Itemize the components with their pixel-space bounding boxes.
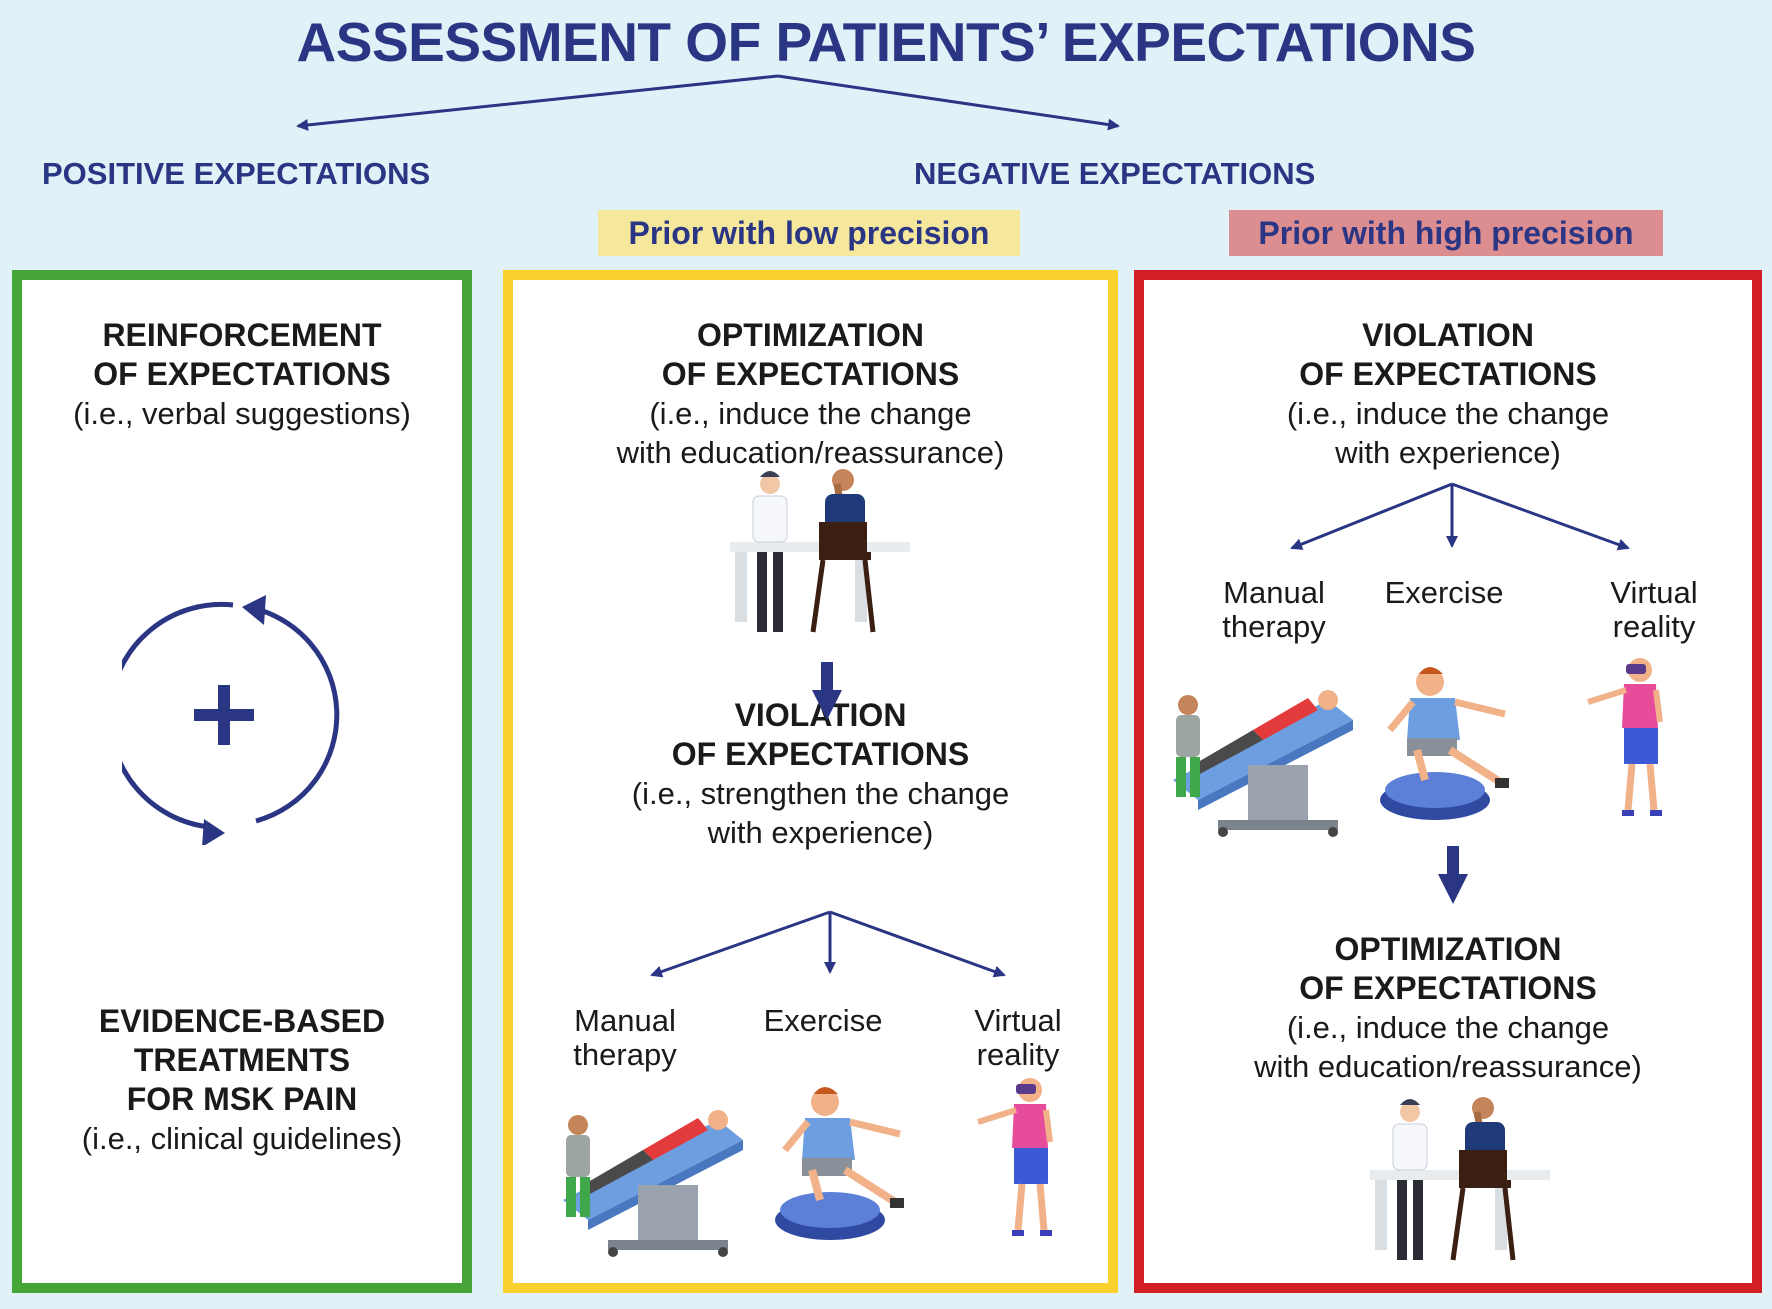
optimization-block: OPTIMIZATION OF EXPECTATIONS (i.e., indu…	[1144, 930, 1752, 1086]
option-label-line: therapy	[573, 1037, 677, 1072]
option-label-line: Virtual	[974, 1003, 1062, 1038]
heading-line: OPTIMIZATION	[697, 317, 924, 353]
heading-line: OPTIMIZATION	[1334, 931, 1562, 967]
heading-line: REINFORCEMENT	[102, 317, 382, 353]
vr-illustration	[978, 1078, 1052, 1236]
exercise-illustration	[775, 1087, 904, 1240]
heading-line: OF EXPECTATIONS	[93, 356, 391, 392]
subtext-line: with experience)	[707, 815, 934, 850]
option-exercise: Exercise	[1369, 576, 1519, 610]
option-manual-therapy: Manual therapy	[1204, 576, 1344, 644]
heading-line: OF EXPECTATIONS	[1299, 970, 1597, 1006]
heading-line: OF EXPECTATIONS	[661, 356, 960, 392]
violation-block: VIOLATION OF EXPECTATIONS (i.e., strengt…	[523, 696, 1118, 852]
tag-low-precision: Prior with low precision	[598, 210, 1020, 256]
positive-expectations-label: POSITIVE EXPECTATIONS	[42, 156, 431, 191]
option-label-line: therapy	[1222, 609, 1326, 644]
option-label-line: reality	[1612, 609, 1696, 644]
subtext-line: (i.e., clinical guidelines)	[81, 1121, 403, 1156]
option-label-line: Manual	[574, 1003, 676, 1038]
heading-line: OF EXPECTATIONS	[1299, 356, 1597, 392]
arrow-to-negative	[777, 74, 1120, 131]
subtext-line: (i.e., induce the change	[1286, 1010, 1610, 1045]
option-label-line: Virtual	[1610, 575, 1698, 610]
violation-block: VIOLATION OF EXPECTATIONS (i.e., induce …	[1144, 316, 1752, 472]
vr-illustration	[1588, 658, 1662, 816]
heading-line: FOR MSK PAIN	[126, 1081, 358, 1117]
fan-arrows-red	[1290, 482, 1630, 551]
arrow-to-positive	[296, 74, 779, 131]
down-arrow-red	[1438, 846, 1468, 904]
heading-line: VIOLATION	[1362, 317, 1534, 353]
plus-cycle-icon	[122, 595, 340, 845]
option-virtual-reality: Virtual reality	[1589, 576, 1719, 644]
heading-line: TREATMENTS	[133, 1042, 351, 1078]
option-manual-therapy: Manual therapy	[555, 1004, 695, 1072]
heading-line: EVIDENCE-BASED	[98, 1003, 386, 1039]
subtext-line: (i.e., strengthen the change	[631, 776, 1010, 811]
option-label-line: Exercise	[1384, 575, 1504, 610]
page-title: ASSESSMENT OF PATIENTS’ EXPECTATIONS	[296, 11, 1476, 73]
optimization-block: OPTIMIZATION OF EXPECTATIONS (i.e., indu…	[513, 316, 1108, 472]
option-label-line: Manual	[1223, 575, 1325, 610]
subtext-line: with experience)	[1335, 435, 1561, 470]
manual-therapy-illustration	[563, 1110, 743, 1257]
tag-high-precision: Prior with high precision	[1229, 210, 1663, 256]
reinforcement-block: REINFORCEMENT OF EXPECTATIONS (i.e., ver…	[22, 316, 462, 433]
subtext-line: with education/reassurance)	[1254, 1049, 1642, 1084]
option-virtual-reality: Virtual reality	[953, 1004, 1083, 1072]
consultation-illustration	[730, 469, 910, 632]
fan-arrows-yellow	[650, 910, 1006, 978]
manual-therapy-illustration	[1173, 690, 1353, 837]
down-arrow-yellow	[812, 662, 842, 720]
evidence-based-block: EVIDENCE-BASED TREATMENTS FOR MSK PAIN (…	[22, 1002, 462, 1158]
option-label-line: Exercise	[763, 1003, 883, 1038]
subtext-line: (i.e., induce the change	[649, 396, 972, 431]
heading-line: OF EXPECTATIONS	[671, 736, 970, 772]
consultation-illustration	[1370, 1097, 1550, 1260]
negative-expectations-label: NEGATIVE EXPECTATIONS	[914, 156, 1316, 191]
subtext-line: with education/reassurance)	[616, 435, 1005, 470]
subtext-line: (i.e., verbal suggestions)	[73, 396, 411, 431]
option-label-line: reality	[976, 1037, 1060, 1072]
option-exercise: Exercise	[748, 1004, 898, 1038]
panel-positive: REINFORCEMENT OF EXPECTATIONS (i.e., ver…	[12, 270, 472, 1293]
exercise-illustration	[1380, 667, 1509, 820]
subtext-line: (i.e., induce the change	[1286, 396, 1610, 431]
